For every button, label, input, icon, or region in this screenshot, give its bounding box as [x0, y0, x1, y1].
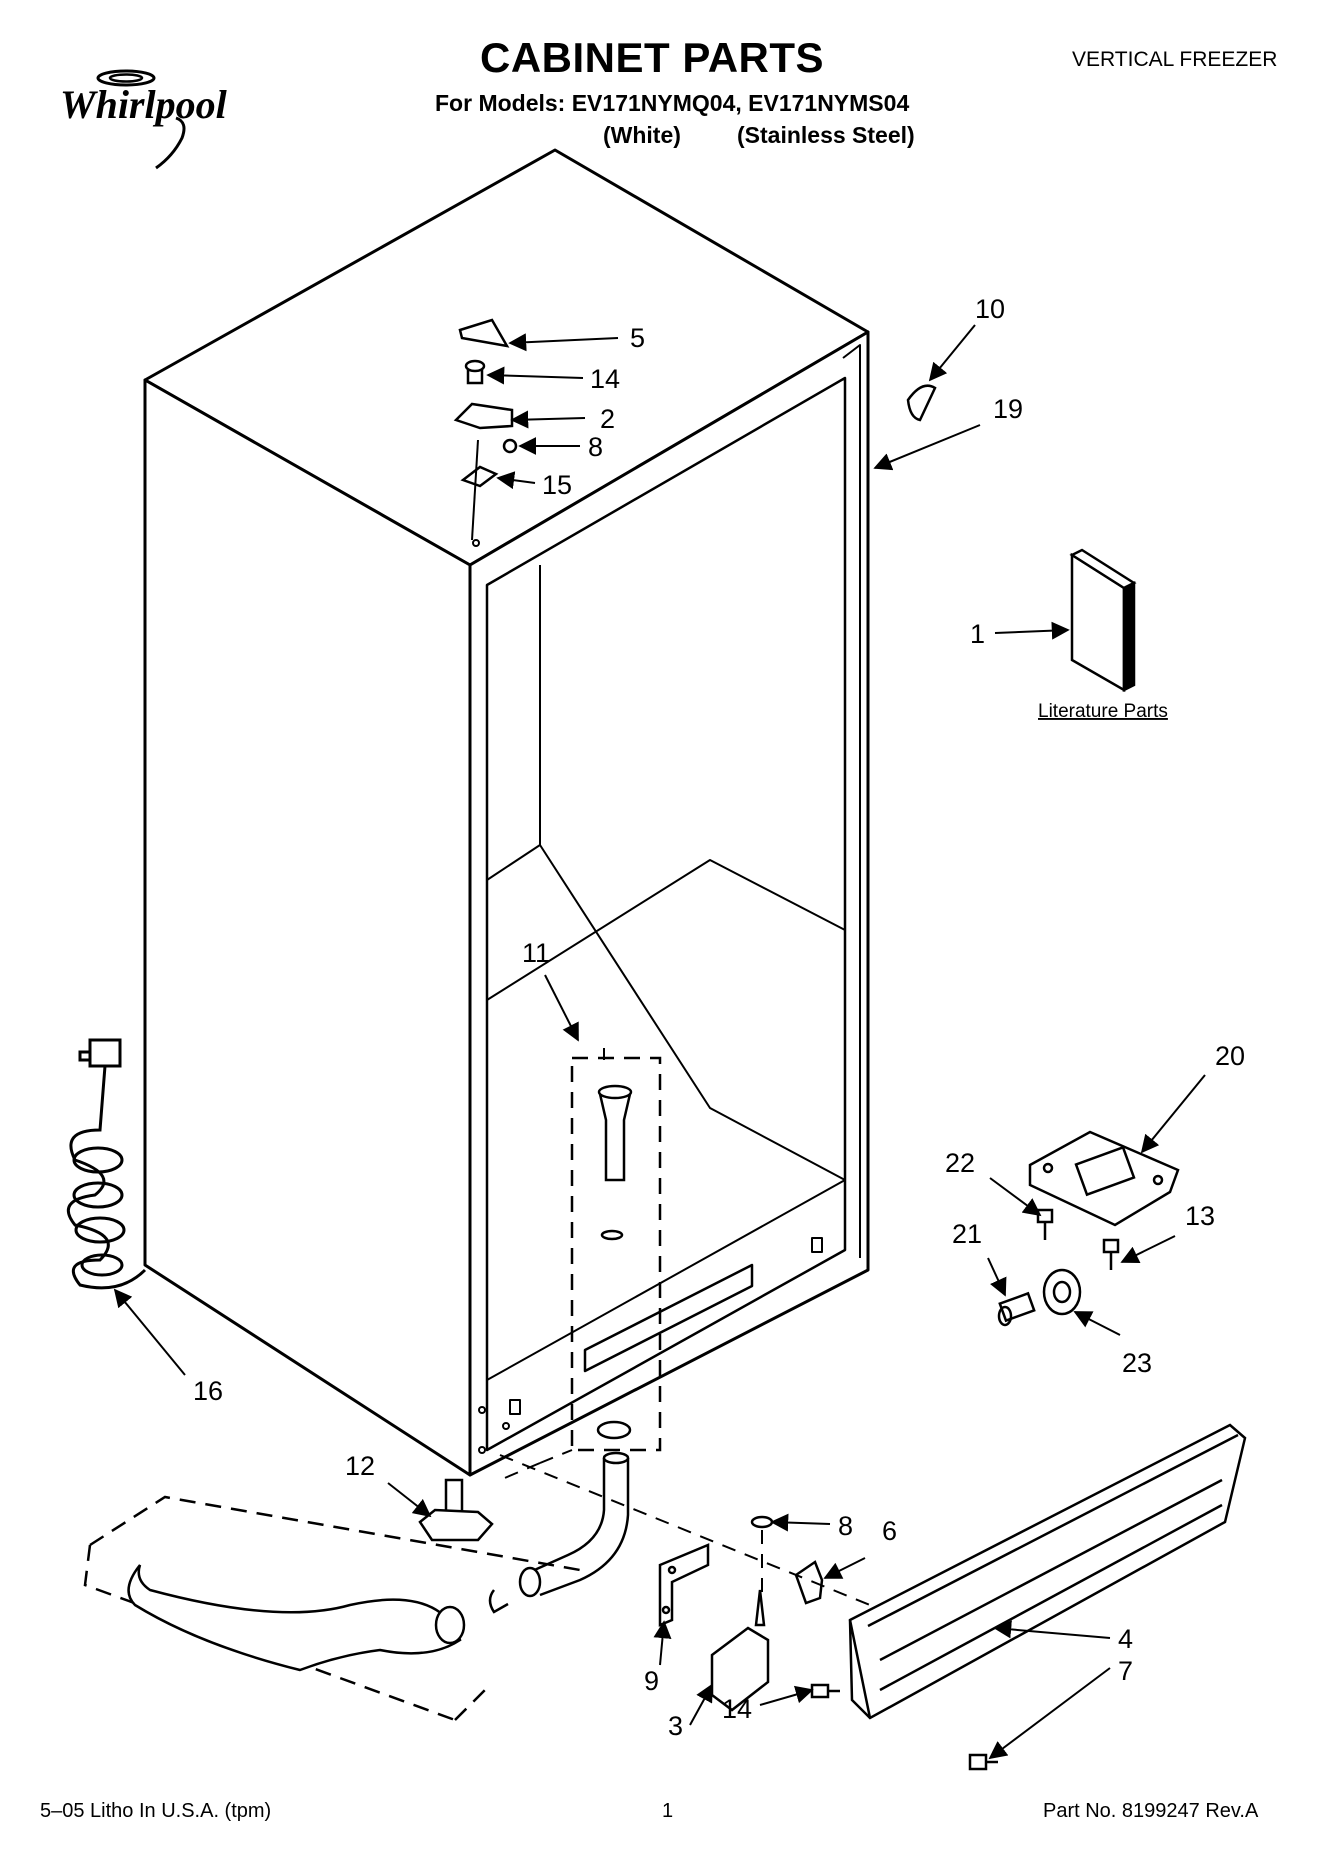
logo-wordmark: Whirlpool [60, 82, 228, 127]
callout-9: 9 [644, 1666, 659, 1696]
callout-11: 11 [522, 938, 550, 968]
variant-white: (White) [603, 122, 681, 148]
callout-2: 2 [600, 404, 615, 434]
callout-14-top: 14 [590, 364, 620, 394]
callout-8-top: 8 [588, 432, 603, 462]
fasteners [810, 1208, 1120, 1771]
callout-13: 13 [1185, 1201, 1215, 1231]
bottom-hinge-parts [658, 1515, 824, 1712]
callout-4: 4 [1118, 1624, 1133, 1654]
freezer-cabinet [143, 148, 870, 1477]
drain-hose [83, 1495, 581, 1722]
lower-hinge-assembly [997, 1130, 1180, 1327]
callout-22: 22 [945, 1148, 975, 1178]
callout-7: 7 [1118, 1656, 1133, 1686]
page-title: CABINET PARTS [480, 34, 825, 81]
callout-10: 10 [975, 294, 1005, 324]
leveling-leg [418, 1478, 494, 1542]
literature-parts [1069, 548, 1137, 693]
footer-part-number: Part No. 8199247 Rev.A [1043, 1800, 1259, 1822]
drain-tube-assembly [488, 1056, 662, 1614]
callout-15: 15 [542, 470, 572, 500]
callout-20: 20 [1215, 1041, 1245, 1071]
callout-1: 1 [970, 619, 985, 649]
callout-19: 19 [993, 394, 1023, 424]
callout-8-bottom: 8 [838, 1511, 853, 1541]
literature-parts-label: Literature Parts [1038, 701, 1168, 722]
base-grille [848, 1423, 1247, 1720]
footer-page-number: 1 [662, 1800, 674, 1822]
hinge-cover-part [906, 384, 937, 422]
callout-14-bottom: 14 [722, 1694, 752, 1724]
callout-3: 3 [668, 1711, 683, 1741]
assembly-guide-lines [499, 1449, 871, 1606]
callout-5: 5 [630, 323, 645, 353]
variant-stainless: (Stainless Steel) [737, 122, 915, 148]
footer-print-info: 5–05 Litho In U.S.A. (tpm) [40, 1800, 272, 1822]
callout-16: 16 [193, 1376, 223, 1406]
whirlpool-logo: Whirlpool [60, 69, 228, 170]
callout-21: 21 [952, 1219, 982, 1249]
models-line: For Models: EV171NYMQ04, EV171NYMS04 [435, 90, 910, 116]
leader-lines [113, 324, 1206, 1760]
callout-6: 6 [882, 1516, 897, 1546]
power-cord [66, 1038, 147, 1290]
appliance-type: VERTICAL FREEZER [1072, 48, 1278, 71]
callout-12: 12 [345, 1451, 375, 1481]
callout-23: 23 [1122, 1348, 1152, 1378]
